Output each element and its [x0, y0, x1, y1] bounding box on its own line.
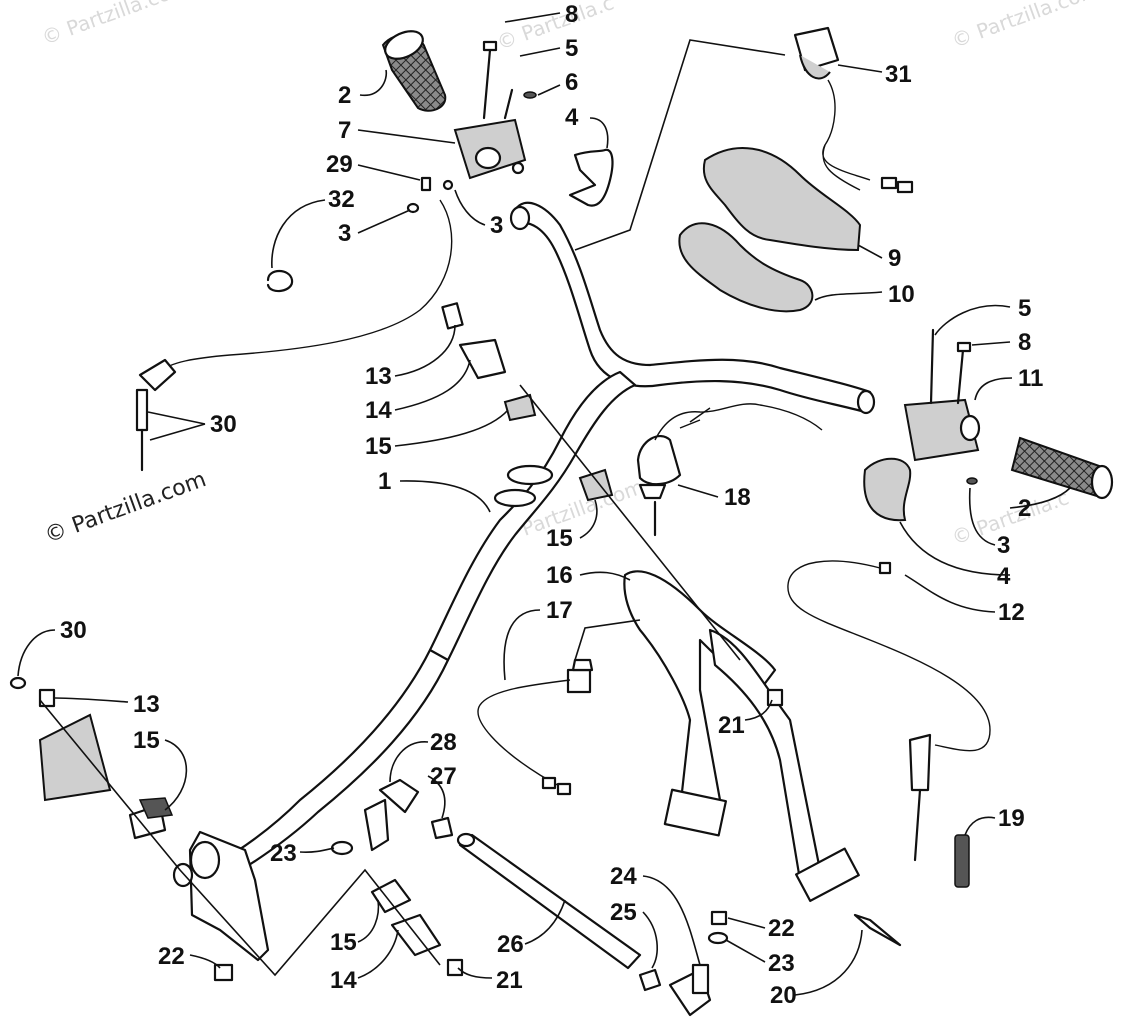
- callout-30-upper: 30: [210, 411, 237, 438]
- bolt-part: [482, 48, 492, 120]
- throttle-cable-part: [787, 560, 991, 862]
- callout-10: 10: [888, 281, 915, 308]
- tie-rod-part: [456, 832, 642, 970]
- callout-27: 27: [430, 763, 457, 790]
- callout-8-right: 8: [1018, 329, 1031, 356]
- callout-12: 12: [998, 599, 1025, 626]
- callout-22-left: 22: [158, 943, 185, 970]
- callout-26: 26: [497, 931, 524, 958]
- callout-3-right: 3: [997, 532, 1010, 559]
- watermark-main: © Partzilla.com: [42, 467, 210, 549]
- pin-part: [503, 88, 514, 120]
- callout-31: 31: [885, 61, 912, 88]
- steering-lower-bracket-part: [172, 830, 270, 962]
- tie-rod-end-parts: [213, 688, 902, 1017]
- clamp-upper-parts: [441, 302, 741, 661]
- callout-15-upper: 15: [365, 433, 392, 460]
- right-control-housing-part: [903, 328, 981, 462]
- callout-20: 20: [770, 982, 797, 1009]
- callouts: 8 5 6 2 4 7 29 32 3 3 31 9 10: [17, 1, 1071, 1009]
- callout-21-mid: 21: [718, 712, 745, 739]
- callout-16: 16: [546, 562, 573, 589]
- callout-4-top: 4: [565, 104, 579, 131]
- callout-4-right: 4: [997, 563, 1011, 590]
- callout-19: 19: [998, 805, 1025, 832]
- spring-part: [954, 834, 970, 888]
- callout-28: 28: [430, 729, 457, 756]
- callout-15-mid: 15: [546, 525, 573, 552]
- callout-22-right: 22: [768, 915, 795, 942]
- callout-9: 9: [888, 245, 901, 272]
- cable-clip-parts: [135, 176, 454, 472]
- callout-5-top: 5: [565, 35, 578, 62]
- clamp-left-parts: [9, 676, 174, 840]
- callout-2-right: 2: [1018, 495, 1031, 522]
- handlebar-foam-part: [678, 222, 814, 313]
- steering-support-part: [623, 570, 860, 903]
- callout-30-lower: 30: [60, 617, 87, 644]
- switch-housing-part: [793, 26, 914, 194]
- callout-18: 18: [724, 484, 751, 511]
- callout-2-left: 2: [338, 82, 351, 109]
- callout-23-left: 23: [270, 840, 297, 867]
- callout-11: 11: [1018, 365, 1043, 392]
- callout-13-upper: 13: [365, 363, 392, 390]
- callout-25: 25: [610, 899, 637, 926]
- callout-6: 6: [565, 69, 578, 96]
- right-grip-part: [1010, 436, 1114, 500]
- callout-15-lower-left: 15: [133, 727, 160, 754]
- washer-part: [523, 91, 537, 99]
- callout-3-left: 3: [338, 220, 351, 247]
- throttle-housing-part: [453, 118, 527, 180]
- sensor-part: [477, 658, 594, 796]
- watermark-faint-top-center: © Partzilla.c: [494, 0, 617, 55]
- handlebar-pad-part: [702, 147, 862, 252]
- callout-15-lower: 15: [330, 929, 357, 956]
- tether-switch-part: [636, 403, 823, 537]
- callout-1: 1: [378, 468, 391, 495]
- callout-8-top: 8: [565, 1, 578, 28]
- callout-3-center: 3: [490, 212, 503, 239]
- callout-24: 24: [610, 863, 637, 890]
- handlebar-part: [509, 201, 876, 415]
- callout-14-upper: 14: [365, 397, 392, 424]
- callout-13-lower: 13: [133, 691, 160, 718]
- callout-29: 29: [326, 151, 353, 178]
- callout-14-lower: 14: [330, 967, 357, 994]
- callout-7: 7: [338, 117, 351, 144]
- callout-21-lower: 21: [496, 967, 523, 994]
- right-washer-part: [966, 477, 978, 485]
- steering-post-part: [213, 370, 637, 880]
- watermark-faint-top-right: © Partzilla.com: [949, 0, 1102, 53]
- callout-5-right: 5: [1018, 295, 1031, 322]
- watermark-faint-top-left: © Partzilla.com: [39, 0, 192, 50]
- callout-17: 17: [546, 597, 573, 624]
- callout-23-right: 23: [768, 950, 795, 977]
- callout-32: 32: [328, 186, 355, 213]
- throttle-lever-part: [568, 148, 614, 207]
- bolt-head-part: [482, 40, 498, 52]
- left-grip-part: [381, 30, 447, 112]
- right-lever-part: [863, 457, 912, 522]
